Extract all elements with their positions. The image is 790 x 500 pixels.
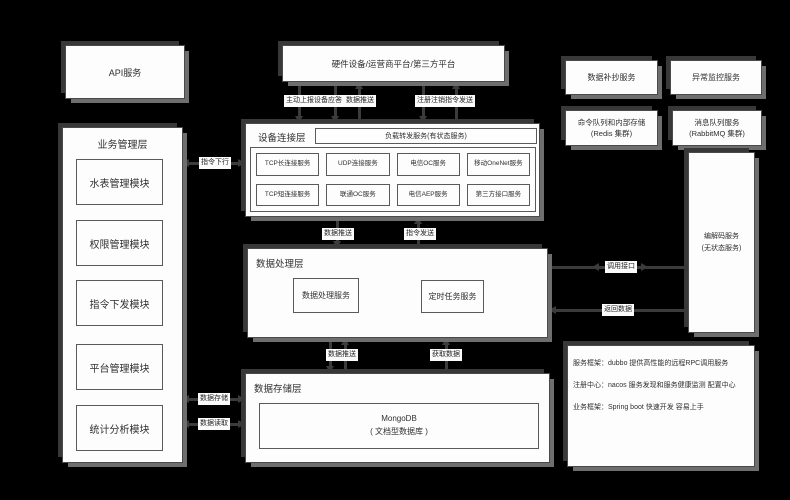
redis-line1: 命令队列和内部存储 <box>577 117 646 127</box>
arrow-up-icon <box>442 338 450 345</box>
mongodb-box: MongoDB ( 文档型数据库 ) <box>259 403 539 449</box>
svc-telecom-oc: 电信OC服务 <box>396 153 460 176</box>
external-systems-box: 硬件设备/运营商平台/第三方平台 <box>282 45 505 82</box>
anomaly-monitor-box: 异常监控服务 <box>670 60 762 95</box>
flow-label-data-push-mid: 数据推送 <box>322 228 354 240</box>
arrow-up-icon <box>341 338 349 345</box>
flow-label-register-cmd: 注册注销指令发送 <box>415 95 475 107</box>
data-rebroadcast-box: 数据补抄服务 <box>565 60 658 95</box>
rabbitmq-box: 消息队列服务 (RabbitMQ 集群) <box>672 110 762 146</box>
flow-label-data-store: 数据存储 <box>198 393 230 405</box>
arrow-left-icon <box>182 159 189 167</box>
arrow-down-icon <box>326 366 334 373</box>
codec-line2: (无状态服务) <box>701 244 742 252</box>
storage-layer-box: 数据存储层 MongoDB ( 文档型数据库 ) <box>245 373 550 463</box>
codec-service-box: 编解码服务 (无状态服务) <box>688 152 755 333</box>
arrow-right-icon <box>238 159 245 167</box>
api-service-label: API服务 <box>108 67 142 78</box>
svc-scheduled-task: 定时任务服务 <box>421 280 484 313</box>
external-systems-label: 硬件设备/运营商平台/第三方平台 <box>331 58 456 69</box>
flow-label-cmd-send: 指令发送 <box>404 228 436 240</box>
arrow-up-icon <box>452 82 460 89</box>
flow-label-data-read: 数据读取 <box>198 418 230 430</box>
arrow-down-icon <box>295 116 303 123</box>
storage-layer-title: 数据存储层 <box>254 384 302 395</box>
flow-label-return-data: 返回数据 <box>602 304 634 316</box>
flow-label-call-interface: 调用接口 <box>605 261 637 273</box>
arrow-down-icon <box>333 241 341 248</box>
mongodb-type: ( 文档型数据库 ) <box>370 427 428 436</box>
business-layer-title: 业务管理层 <box>97 140 148 151</box>
svc-onenet: 移动OneNet服务 <box>466 153 530 176</box>
flow-label-data-push-bottom: 数据推送 <box>326 349 358 361</box>
redis-line2: (Redis 集群) <box>590 129 633 138</box>
svc-data-processing: 数据处理服务 <box>293 278 359 313</box>
flow-label-cmd-downlink: 指令下行 <box>199 157 231 169</box>
framework-notes-box: 服务框架：dubbo 提供高性能的远程RPC调用服务 注册中心：nacos 服务… <box>567 345 755 467</box>
rabbitmq-line2: (RabbitMQ 集群) <box>689 129 745 138</box>
arrow-down-icon <box>419 116 427 123</box>
load-balancer-box: 负载转发服务(有状态服务) <box>315 128 537 144</box>
flow-label-report-ack: 主动上报设备应答 <box>284 95 344 107</box>
connection-layer-box: 设备连接层 负载转发服务(有状态服务) TCP长连接服务 UDP连接服务 电信O… <box>245 123 540 217</box>
svc-tcp-short: TCP短连接服务 <box>256 183 320 206</box>
arrow-left-icon <box>182 395 189 403</box>
module-water-meter: 水表管理模块 <box>76 159 163 205</box>
codec-line1: 编解码服务 <box>704 233 739 241</box>
connection-services-grid: TCP长连接服务 UDP连接服务 电信OC服务 移动OneNet服务 TCP短连… <box>250 147 536 212</box>
arrow-left-icon <box>592 263 599 271</box>
connection-layer-title: 设备连接层 <box>258 133 306 144</box>
svc-telecom-aep: 电信AEP服务 <box>396 183 460 206</box>
arrow-left-icon <box>182 420 189 428</box>
arrow-up-icon <box>355 82 363 89</box>
framework-note-dubbo: 服务框架：dubbo 提供高性能的远程RPC调用服务 <box>573 360 729 367</box>
arrow-right-icon <box>238 395 245 403</box>
module-statistics: 统计分析模块 <box>76 405 163 451</box>
business-layer-box: 业务管理层 水表管理模块 权限管理模块 指令下发模块 平台管理模块 统计分析模块 <box>62 127 183 463</box>
processing-layer-title: 数据处理层 <box>256 259 304 270</box>
svc-unicom-oc: 联通OC服务 <box>326 183 390 206</box>
svc-tcp-long: TCP长连接服务 <box>256 153 320 176</box>
flow-label-fetch-data: 获取数据 <box>430 349 462 361</box>
arrow-down-icon <box>331 116 339 123</box>
svc-third-party: 第三方接口服务 <box>466 183 530 206</box>
arrow-up-icon <box>414 217 422 224</box>
processing-layer-box: 数据处理层 数据处理服务 定时任务服务 <box>247 248 548 338</box>
arrow-right-icon <box>641 263 648 271</box>
module-permission: 权限管理模块 <box>76 220 163 266</box>
flow-label-data-push-top: 数据推送 <box>344 95 376 107</box>
framework-note-spring: 业务框架：Spring boot 快速开发 容易上手 <box>573 404 704 411</box>
redis-queue-box: 命令队列和内部存储 (Redis 集群) <box>565 110 658 146</box>
arrow-right-icon <box>238 420 245 428</box>
arrow-left-icon <box>549 306 556 314</box>
svc-udp: UDP连接服务 <box>326 153 390 176</box>
api-service-box: API服务 <box>65 45 185 99</box>
framework-note-nacos: 注册中心：nacos 服务发现和服务健康监测 配置中心 <box>573 382 736 389</box>
mongodb-name: MongoDB <box>381 414 417 424</box>
rabbitmq-line1: 消息队列服务 <box>694 117 740 127</box>
module-platform: 平台管理模块 <box>76 344 163 390</box>
module-command-dispatch: 指令下发模块 <box>76 280 163 326</box>
